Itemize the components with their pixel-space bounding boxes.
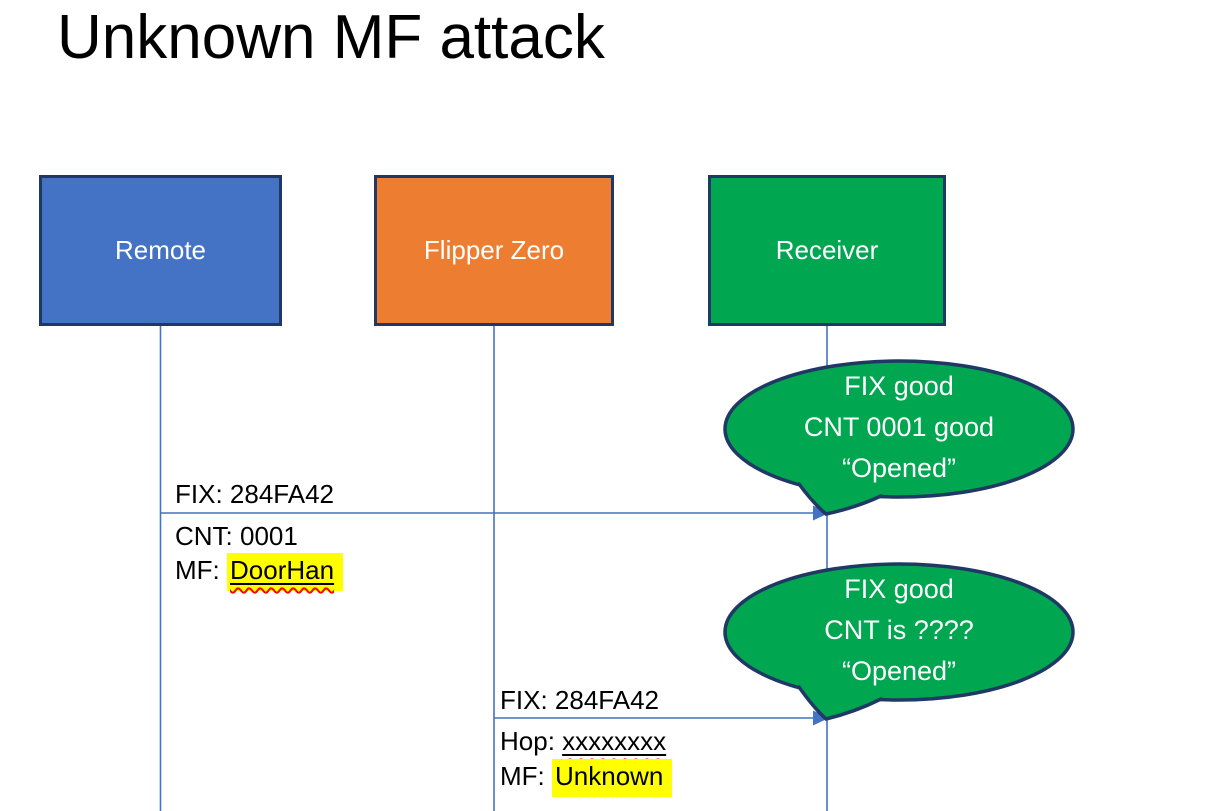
callout-2-line-3: “Opened” bbox=[841, 656, 957, 686]
actor-label-remote: Remote bbox=[114, 235, 207, 265]
message-2-hop-prefix: Hop: bbox=[500, 726, 563, 756]
callout-1-line-3: “Opened” bbox=[841, 453, 957, 483]
arrowhead-remote-to-receiver bbox=[813, 505, 829, 521]
actor-label-receiver: Receiver bbox=[775, 235, 879, 265]
callout-2-text: FIX good CNT is ???? “Opened” bbox=[725, 569, 1073, 692]
actor-box-receiver: Receiver bbox=[708, 175, 946, 326]
callout-2-line-1: FIX good bbox=[844, 574, 954, 604]
message-1-cnt-line: CNT: 0001 bbox=[175, 520, 298, 552]
message-2-mf-value: Unknown bbox=[552, 759, 673, 797]
message-2-mf-prefix: MF: bbox=[500, 761, 552, 791]
callout-bubble-1-shape bbox=[723, 359, 1075, 516]
callout-1-line-1: FIX good bbox=[844, 371, 954, 401]
message-2-fix-line: FIX: 284FA42 bbox=[500, 684, 659, 716]
arrowhead-flipper-to-receiver bbox=[813, 710, 829, 726]
message-2-hop-squiggle: xxxxxxxx bbox=[562, 726, 666, 756]
message-1-mf-squiggle: DoorHan bbox=[230, 555, 334, 585]
actor-label-flipper-zero: Flipper Zero bbox=[423, 235, 565, 265]
message-arrows bbox=[160, 505, 829, 726]
message-1-cnt-text: CNT: 0001 bbox=[175, 521, 298, 551]
callout-2-line-2: CNT is ???? bbox=[824, 615, 974, 645]
message-1-mf-highlight: DoorHan bbox=[227, 553, 344, 591]
message-1-mf-prefix: MF: bbox=[175, 555, 227, 585]
callout-2-tail-outline bbox=[797, 685, 883, 721]
callout-1-line-2: CNT 0001 good bbox=[803, 412, 995, 442]
message-2-hop-value: xxxxxxxx bbox=[562, 726, 667, 756]
actor-box-remote: Remote bbox=[39, 175, 282, 326]
message-1-fix-text: FIX: 284FA42 bbox=[175, 479, 334, 509]
slide-title: Unknown MF attack bbox=[57, 3, 605, 72]
actor-box-flipper-zero: Flipper Zero bbox=[374, 175, 614, 326]
message-2-fix-text: FIX: 284FA42 bbox=[500, 685, 659, 715]
message-1-mf-value: DoorHan bbox=[230, 555, 335, 585]
message-1-fix-line: FIX: 284FA42 bbox=[175, 478, 334, 510]
callout-1-tail-outline bbox=[797, 482, 883, 516]
message-2-mf-line: MF: Unknown bbox=[500, 759, 673, 797]
callout-2-ellipse bbox=[723, 562, 1075, 702]
callout-bubble-2-shape bbox=[723, 562, 1075, 721]
callout-1-text: FIX good CNT 0001 good “Opened” bbox=[725, 366, 1073, 489]
message-1-mf-line: MF: DoorHan bbox=[175, 553, 344, 591]
callout-1-ellipse bbox=[723, 359, 1075, 499]
message-2-hop-line: Hop: xxxxxxxx bbox=[500, 725, 666, 757]
